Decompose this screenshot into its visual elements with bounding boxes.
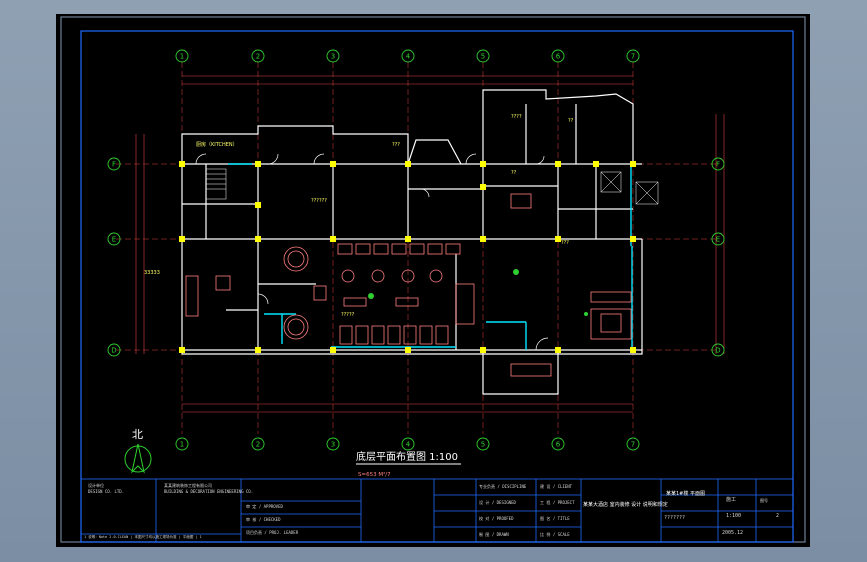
axis-bottom-2-bubble xyxy=(251,437,265,451)
axis-right-D-bubble xyxy=(711,343,725,357)
axis-left-D-label: D xyxy=(111,347,116,355)
stairs-and-lifts xyxy=(205,168,659,205)
windows xyxy=(228,163,633,350)
tb-stage: 施工 xyxy=(726,497,737,503)
drawing-title: 底层平面布置图 1:100 xyxy=(356,450,458,463)
plant-symbols xyxy=(368,269,588,316)
tb-mid-row-1: 专业负责 / DISCIPLINE xyxy=(479,484,527,489)
axis-right-D-label: D xyxy=(715,347,720,355)
tb-right-row-2: 工 程 / PROJECT xyxy=(540,500,575,505)
axis-top-6-label: 6 xyxy=(556,53,561,61)
axis-left-F-label: F xyxy=(112,161,116,169)
doors xyxy=(195,153,549,351)
axis-right-F-bubble xyxy=(711,157,725,171)
axis-bottom-5-label: 5 xyxy=(481,441,485,449)
axis-top-1-label: 1 xyxy=(180,53,184,61)
room-label-a: ????? xyxy=(341,312,355,318)
axis-left-E-bubble xyxy=(107,232,121,246)
sheet-outer-frame xyxy=(60,16,806,543)
axis-right-E-bubble xyxy=(711,232,725,246)
axis-bottom-4-label: 4 xyxy=(406,441,411,449)
tb-sheet: 2 xyxy=(776,513,780,519)
tb-mid-row-2: 设 计 / DESIGNED xyxy=(479,500,516,505)
tb-footer-note: 1 说明：Note 2.0.CLEAN | 本图尺寸均以施工现场为准 | 平面图… xyxy=(84,535,202,539)
axis-top-4-bubble xyxy=(401,49,415,63)
axis-bottom-2-label: 2 xyxy=(256,441,260,449)
axis-bottom-1-bubble xyxy=(175,437,189,451)
axis-bottom-1-label: 1 xyxy=(180,441,184,449)
axis-top-7-label: 7 xyxy=(631,53,635,61)
furniture xyxy=(185,193,632,377)
axis-bottom-7-label: 7 xyxy=(631,441,635,449)
tb-date: 2005.12 xyxy=(722,530,744,536)
drawing-subtitle: S=653 M²/7 xyxy=(358,471,391,478)
tb-left-row-3: 项目负责 / PROJ. LEADER xyxy=(246,530,299,535)
tb-scale: 1:100 xyxy=(726,513,742,519)
title-block xyxy=(80,478,794,543)
north-label: 北 xyxy=(132,428,143,441)
room-label-office: ?? xyxy=(568,118,574,124)
axis-right-E-label: E xyxy=(716,236,720,244)
room-label-hall: ?????? xyxy=(311,198,327,204)
axis-top-4-label: 4 xyxy=(406,53,411,61)
tb-company-sub: DESIGN CO. LTD. xyxy=(88,489,125,494)
axis-top-3-bubble xyxy=(326,49,340,63)
axis-top-6-bubble xyxy=(551,49,565,63)
axis-bottom-3-label: 3 xyxy=(331,441,335,449)
axis-top-5-bubble xyxy=(476,49,490,63)
sheet-inner-frame xyxy=(80,30,794,543)
axis-top-5-label: 5 xyxy=(481,53,485,61)
axis-right-F-label: F xyxy=(716,161,720,169)
axis-bottom-5-bubble xyxy=(476,437,490,451)
tb-sheet-no-label: 图号 xyxy=(760,498,768,503)
axis-top-2-label: 2 xyxy=(256,53,260,61)
axis-left-E-label: E xyxy=(112,236,116,244)
building-walls xyxy=(181,89,643,395)
axis-grid-lines xyxy=(116,62,716,434)
room-label-b: ??? xyxy=(561,240,569,246)
tb-left-row-2: 审 核 / CHECKED xyxy=(246,517,281,522)
axis-bottom-6-bubble xyxy=(551,437,565,451)
tb-right-row-1: 建 设 / CLIENT xyxy=(540,484,573,489)
north-arrow xyxy=(124,443,152,474)
tb-left-row-1: 审 定 / APPROVED xyxy=(246,504,283,509)
axis-bottom-6-label: 6 xyxy=(556,441,561,449)
axis-bottom-7-bubble xyxy=(626,437,640,451)
axis-top-2-bubble xyxy=(251,49,265,63)
room-label-stair-note: ??? xyxy=(392,142,400,148)
tb-company: 设计单位 xyxy=(88,483,104,488)
tb-mid-row-4: 制 图 / DRAWN xyxy=(479,532,509,537)
tb-project-name: 某某大酒店 室内装修 设计 说明和规定 xyxy=(583,502,668,508)
axis-top-3-label: 3 xyxy=(331,53,335,61)
room-label-store: ???? xyxy=(511,114,522,120)
room-label-kitchen: 厨房（KITCHEN） xyxy=(196,141,238,148)
tb-project-desc: 某某建筑装饰工程有限公司 xyxy=(164,483,212,488)
axis-bottom-3-bubble xyxy=(326,437,340,451)
tb-drawing-name: 某某1#楼 平面图 xyxy=(666,491,705,497)
axis-top-1-bubble xyxy=(175,49,189,63)
tb-mid-row-3: 校 对 / PROOFED xyxy=(479,516,514,521)
room-label-table: 33333 xyxy=(144,270,160,276)
tb-project-desc-sub: BUILDING & DECORATION ENGINEERING CO. xyxy=(164,489,254,494)
room-label-lobby: ?? xyxy=(511,170,517,176)
axis-left-D-bubble xyxy=(107,343,121,357)
axis-left-F-bubble xyxy=(107,157,121,171)
structural-columns xyxy=(179,161,636,353)
axis-top-7-bubble xyxy=(626,49,640,63)
tb-right-row-3: 图 名 / TITLE xyxy=(540,516,570,521)
tb-drawing-no: ??????? xyxy=(664,515,686,521)
tb-right-row-4: 比 例 / SCALE xyxy=(540,532,570,537)
axis-bottom-4-bubble xyxy=(401,437,415,451)
